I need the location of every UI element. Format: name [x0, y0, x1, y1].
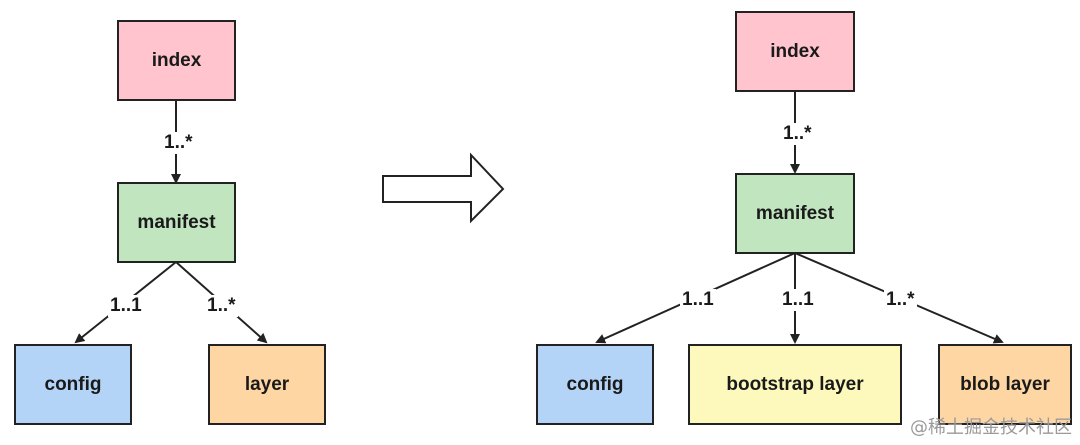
left-config-label: config [44, 373, 102, 395]
right-config-label: config [566, 373, 624, 395]
right-edge-label-index-manifest: 1..* [781, 123, 814, 145]
right-edge-label-manifest-blob: 1..* [884, 289, 917, 311]
left-edge-label-manifest-layer: 1..* [205, 295, 238, 317]
right-edge-label-manifest-config: 1..1 [680, 289, 716, 311]
right-manifest-label: manifest [755, 202, 835, 224]
right-blob-node: blob layer [938, 344, 1072, 425]
right-index-node: index [735, 11, 855, 92]
watermark-text: @稀土掘金技术社区 [910, 417, 1072, 438]
right-manifest-node: manifest [735, 173, 855, 254]
left-manifest-label: manifest [137, 211, 216, 233]
left-layer-label: layer [244, 373, 290, 395]
left-index-label: index [151, 49, 202, 71]
right-config-node: config [536, 344, 654, 425]
right-bootstrap-label: bootstrap layer [726, 373, 864, 395]
right-blob-label: blob layer [960, 373, 1050, 395]
transform-arrow [382, 152, 505, 224]
right-edge-label-manifest-bootstrap: 1..1 [780, 289, 816, 311]
right-bootstrap-node: bootstrap layer [688, 344, 902, 425]
left-layer-node: layer [208, 344, 326, 425]
left-edge-label-index-manifest: 1..* [162, 132, 195, 154]
left-edge-label-manifest-config: 1..1 [108, 295, 144, 317]
right-index-label: index [770, 40, 820, 62]
left-index-node: index [117, 20, 236, 101]
left-manifest-node: manifest [117, 182, 236, 263]
left-config-node: config [14, 344, 132, 425]
